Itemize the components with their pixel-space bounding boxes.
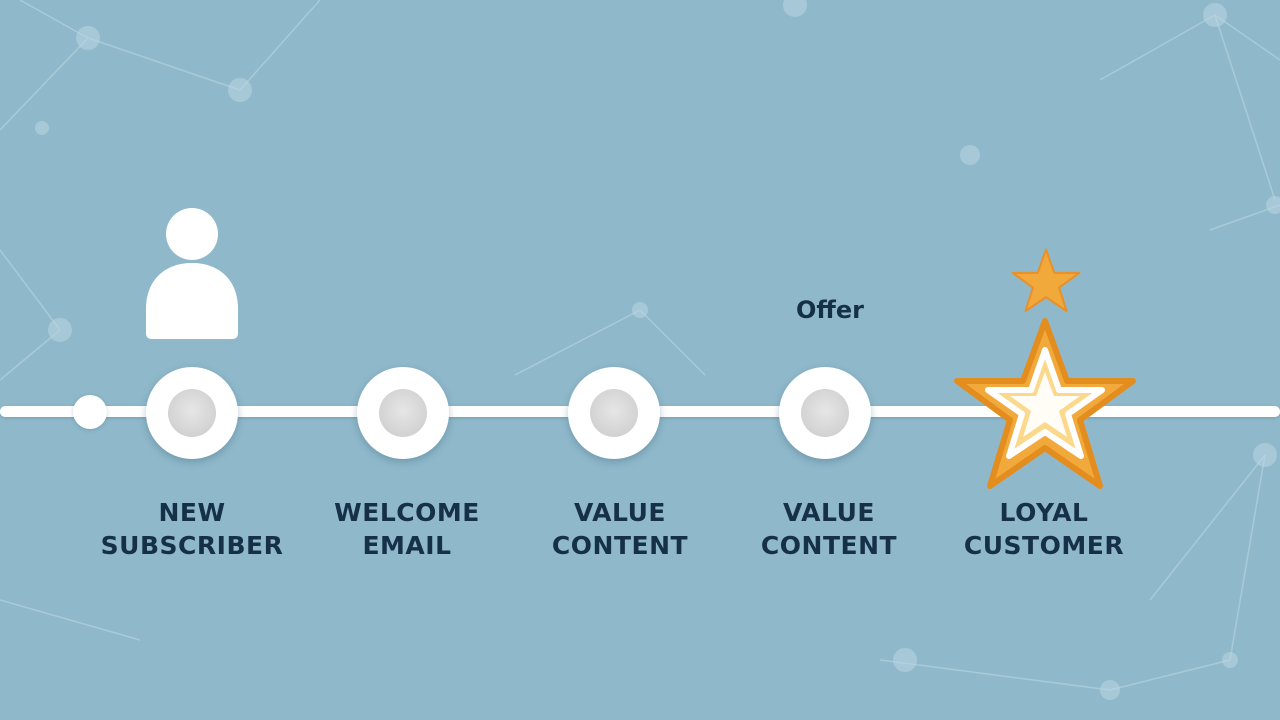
step-node-new-subscriber	[146, 367, 238, 459]
step-label-value-content-1: VALUE CONTENT	[510, 496, 730, 562]
step-node-welcome-email	[357, 367, 449, 459]
step-label-line: NEW	[158, 498, 226, 527]
step-label-line: VALUE	[574, 498, 666, 527]
step-node-value-content-1	[568, 367, 660, 459]
step-label-line: CUSTOMER	[963, 531, 1125, 560]
small-star-icon	[1011, 248, 1081, 313]
timeline-start-dot	[73, 395, 107, 429]
offer-label: Offer	[796, 296, 864, 324]
step-node-value-content-2	[779, 367, 871, 459]
step-label-line: VALUE	[783, 498, 875, 527]
star-icon	[954, 318, 1136, 489]
step-label-line: CONTENT	[760, 531, 898, 560]
step-label-line: CONTENT	[551, 531, 689, 560]
step-label-line: LOYAL	[999, 498, 1089, 527]
step-label-line: WELCOME	[334, 498, 480, 527]
step-label-welcome-email: WELCOME EMAIL	[297, 496, 517, 562]
step-label-new-subscriber: NEW SUBSCRIBER	[82, 496, 302, 562]
step-label-line: EMAIL	[362, 531, 452, 560]
step-label-value-content-2: VALUE CONTENT	[719, 496, 939, 562]
step-label-line: SUBSCRIBER	[100, 531, 284, 560]
user-icon	[146, 208, 238, 339]
step-label-loyal-customer: LOYAL CUSTOMER	[934, 496, 1154, 562]
